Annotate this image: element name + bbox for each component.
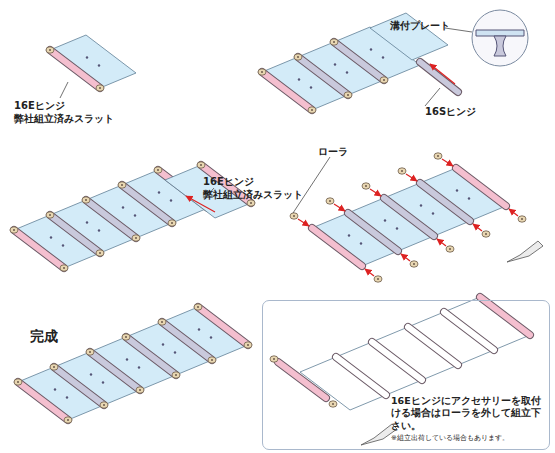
direction-arrow	[509, 209, 518, 216]
hex-key	[507, 241, 543, 262]
leader-line	[293, 157, 330, 213]
direction-arrow	[298, 219, 309, 226]
leader-line	[425, 88, 440, 106]
part-label: ローラ	[318, 146, 368, 159]
direction-arrow	[406, 174, 417, 181]
note-text: 16Eヒンジにアクセサリーを取付ける場合はローラを外して組立下さい。	[391, 395, 541, 432]
part-label: 完成	[30, 328, 80, 346]
direction-arrow	[365, 269, 374, 276]
leader-line	[60, 82, 68, 98]
direction-arrow	[437, 239, 446, 246]
detail-circle	[472, 10, 528, 66]
part-label: 16Sヒンジ	[425, 106, 495, 119]
part-label: 16Eヒンジ 弊社組立済みスラット	[14, 100, 126, 125]
slat-assembly	[300, 297, 530, 410]
direction-arrow	[430, 64, 455, 84]
direction-arrow	[334, 204, 345, 211]
direction-arrow	[473, 224, 482, 231]
slat-assembly	[46, 35, 136, 91]
direction-arrow	[370, 189, 381, 196]
note-panel: 16Eヒンジにアクセサリーを取付ける場合はローラを外して組立下さい。※組立出荷し…	[262, 300, 550, 450]
slat-assembly	[14, 304, 252, 423]
direction-arrow	[442, 159, 453, 166]
part-label: 溝付プレート	[390, 20, 460, 33]
direction-arrow	[401, 254, 410, 261]
slat-assembly	[312, 168, 506, 266]
part-label: 16Eヒンジ 弊社組立済みスラット	[203, 176, 315, 201]
footnote: ※組立出荷している場合もあります。	[391, 433, 541, 443]
